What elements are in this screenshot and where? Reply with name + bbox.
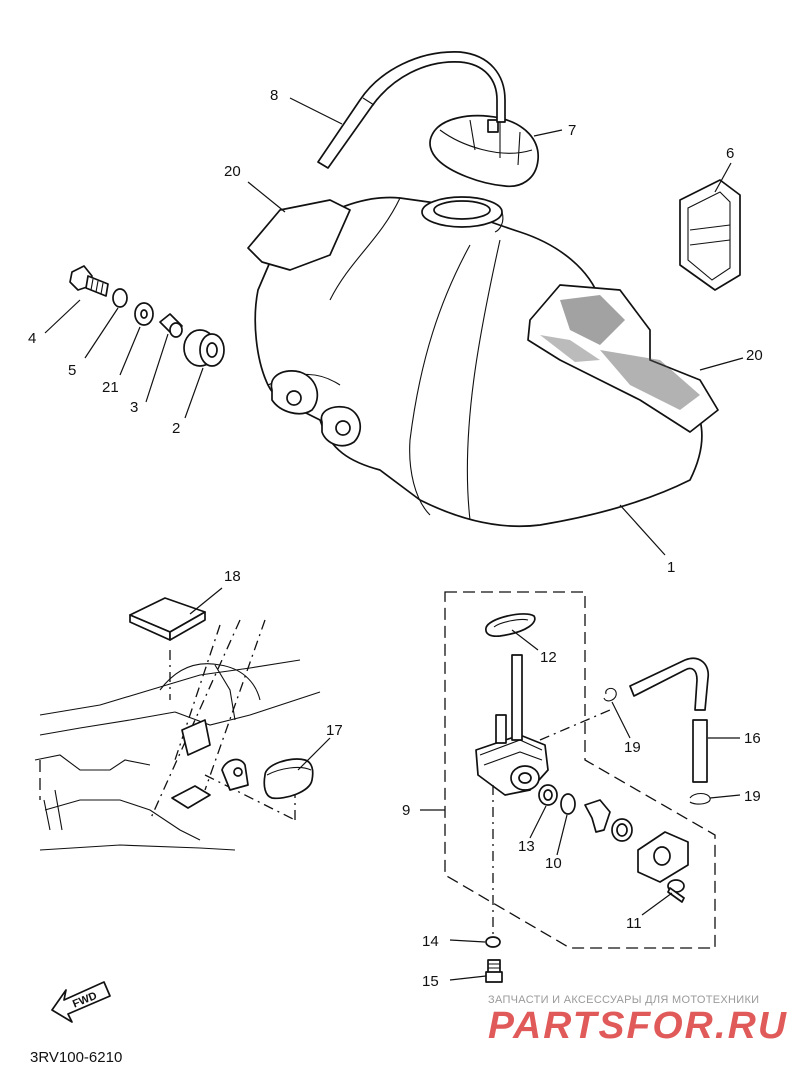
packing (611, 818, 633, 842)
watermark-tagline: ЗАПЧАСТИ И АКСЕССУАРЫ ДЛЯ МОТОТЕХНИКИ (488, 994, 759, 1006)
label-10: 10 (545, 855, 562, 872)
plate (637, 831, 689, 883)
breather-hose (317, 51, 506, 169)
watermark: ЗАПЧАСТИ И АКСЕССУАРЫ ДЛЯ МОТОТЕХНИКИ PA… (488, 994, 788, 1047)
frame-section (34, 619, 321, 851)
leader-lines (44, 97, 744, 981)
label-17: 17 (326, 722, 343, 739)
label-19-upper: 19 (624, 739, 641, 756)
label-20-right: 20 (746, 347, 763, 364)
collar-3 (159, 313, 183, 338)
damper-17 (263, 758, 314, 800)
clip-19-lower (689, 792, 711, 805)
fwd-arrow: FWD (51, 981, 111, 1023)
label-21: 21 (102, 379, 119, 396)
label-7: 7 (568, 122, 576, 139)
fuel-hose-16 (629, 657, 710, 783)
washer-14 (485, 936, 501, 948)
label-16: 16 (744, 730, 761, 747)
lever (584, 799, 611, 833)
washer-5 (112, 288, 128, 308)
label-20-left: 20 (224, 163, 241, 180)
label-11: 11 (626, 915, 642, 932)
washer-21 (134, 302, 154, 326)
drawing-code: 3RV100-6210 (30, 1049, 122, 1066)
label-3: 3 (130, 399, 138, 416)
clip-19-upper (603, 687, 617, 702)
label-14: 14 (422, 933, 439, 950)
label-8: 8 (270, 87, 278, 104)
watermark-brand: PARTSFOR.RU (488, 1005, 788, 1047)
tank-decal-right (527, 284, 719, 433)
gasket-12 (485, 613, 536, 638)
callout-labels: 8 7 20 6 4 5 21 3 2 20 1 18 17 12 19 16 … (28, 87, 763, 990)
label-6: 6 (726, 145, 734, 162)
fuel-cap (429, 114, 539, 188)
pad-18 (129, 597, 206, 641)
label-19-lower: 19 (744, 788, 761, 805)
label-2: 2 (172, 420, 180, 437)
label-15: 15 (422, 973, 439, 990)
drain-bolt-15 (485, 959, 503, 983)
grommet-2 (183, 329, 225, 367)
o-ring-13 (538, 784, 558, 806)
label-18: 18 (224, 568, 241, 585)
bolt-4 (69, 265, 109, 297)
fuel-cock-9 (475, 654, 549, 796)
label-9: 9 (402, 802, 410, 819)
tank-pad-left (247, 199, 351, 271)
label-12: 12 (540, 649, 557, 666)
fuel-cock-assembly-outline (444, 591, 716, 949)
fuel-tank (254, 196, 703, 528)
label-5: 5 (68, 362, 76, 379)
tank-bracket (679, 179, 741, 291)
o-ring-10 (560, 793, 576, 815)
screw-11 (667, 879, 685, 903)
label-1: 1 (667, 559, 675, 576)
label-4: 4 (28, 330, 36, 347)
label-13: 13 (518, 838, 535, 855)
